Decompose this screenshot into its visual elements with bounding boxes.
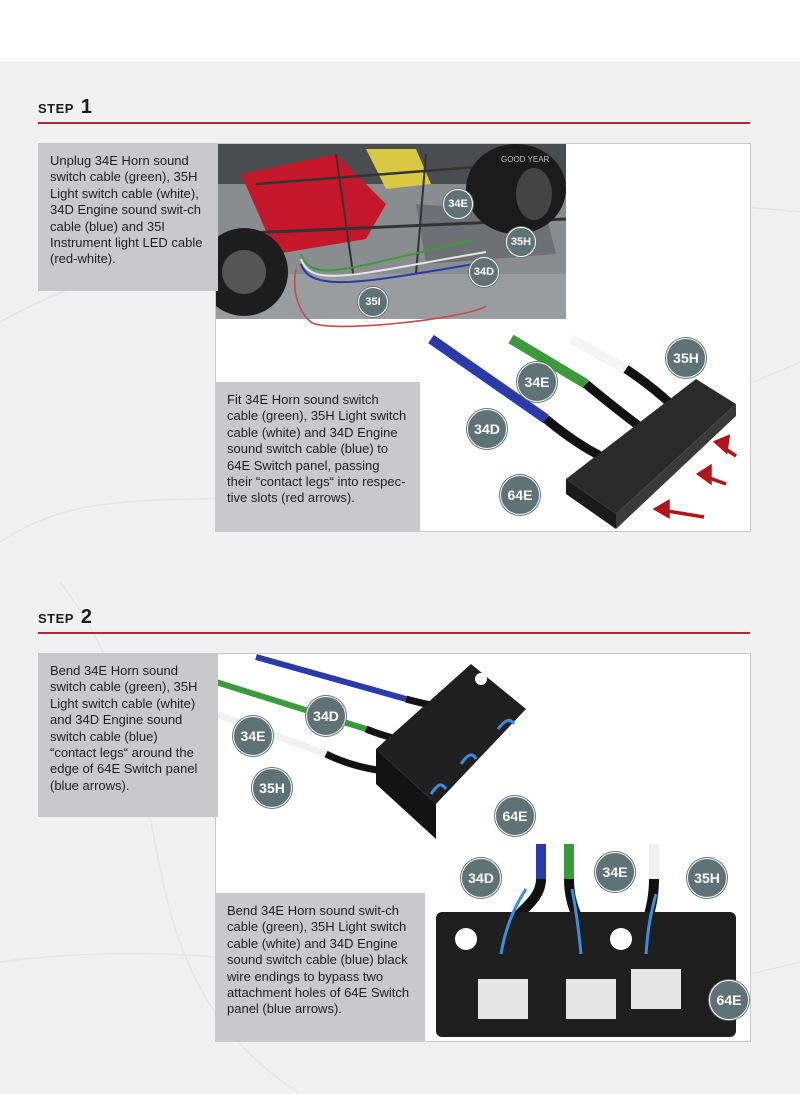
step1-instruction-a: Unplug 34E Horn sound switch cable (gree…: [38, 143, 218, 291]
step1-rule: [38, 122, 750, 124]
step2-instruction-a: Bend 34E Horn sound switch cable (green)…: [38, 653, 218, 817]
callout-64E-step2-top: 64E: [495, 796, 535, 836]
callout-35H-bottom: 35H: [666, 338, 706, 378]
step2-instruction-b: Bend 34E Horn sound swit-ch cable (green…: [215, 893, 425, 1042]
callout-35I-top: 35I: [358, 287, 388, 317]
callout-34E-top: 34E: [443, 189, 473, 219]
step1-number: 1: [80, 96, 93, 118]
callout-34E-bottom: 34E: [517, 362, 557, 402]
step1-word: STEP: [38, 101, 74, 116]
switch-panel-shape: [566, 379, 736, 514]
callout-34D-top: 34D: [469, 257, 499, 287]
callout-64E-step2-bottom: 64E: [709, 980, 749, 1020]
callout-35H-step2-top: 35H: [252, 768, 292, 808]
step1-illustration-panel: GOOD YEAR 34E 35H 34D 35I 35H 34E 34D 64…: [215, 143, 751, 532]
callout-34D-bottom: 34D: [467, 409, 507, 449]
step2-number: 2: [80, 606, 93, 628]
callout-34E-step2-bottom: 34E: [595, 852, 635, 892]
callout-34D-step2-top: 34D: [306, 696, 346, 736]
step2-title: STEP 2: [38, 606, 93, 629]
step2-word: STEP: [38, 611, 74, 626]
step2-illustration-panel: 34D 34E 35H 64E 34D 34E 35H 64E: [215, 653, 751, 1042]
step1-instruction-b: Fit 34E Horn sound switch cable (green),…: [215, 382, 420, 532]
callout-34D-step2-bottom: 34D: [461, 858, 501, 898]
step2-rule: [38, 632, 750, 634]
callout-34E-step2-top: 34E: [233, 716, 273, 756]
callout-64E-bottom: 64E: [500, 475, 540, 515]
callout-35H-step2-bottom: 35H: [687, 858, 727, 898]
tyre-label: GOOD YEAR: [501, 155, 550, 164]
page-header-blank: [0, 0, 800, 62]
step1-title: STEP 1: [38, 96, 93, 119]
callout-35H-top: 35H: [506, 227, 536, 257]
switch-panel-top-shape: [376, 664, 526, 804]
